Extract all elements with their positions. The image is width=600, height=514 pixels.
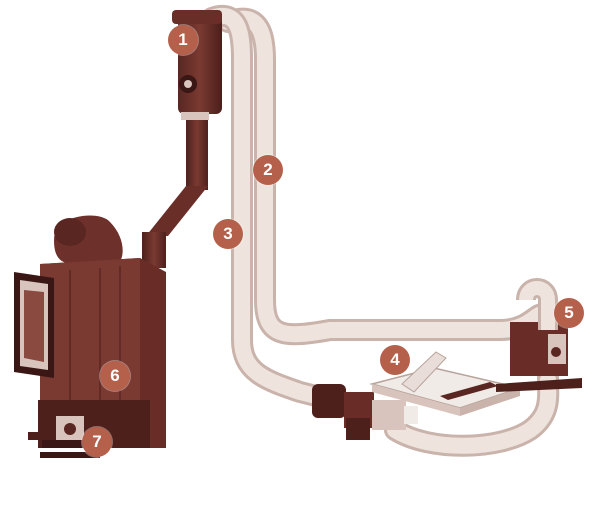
- stove-body: [14, 215, 166, 448]
- stove-pipe: [142, 120, 208, 268]
- pickup-inlet: [496, 278, 582, 392]
- feed-hopper-tray: [369, 351, 523, 416]
- badge-4: 4: [380, 345, 410, 375]
- return-tube: [217, 7, 559, 391]
- badge-3: 3: [213, 219, 243, 249]
- badge-5: 5: [554, 298, 584, 328]
- blower-motor: [312, 384, 418, 440]
- badge-7: 7: [82, 427, 112, 457]
- supply-tube: [201, 5, 560, 457]
- badge-2: 2: [253, 155, 283, 185]
- stove-feed-motor: [40, 416, 100, 458]
- badge-6: 6: [100, 361, 130, 391]
- badge-1: 1: [168, 25, 198, 55]
